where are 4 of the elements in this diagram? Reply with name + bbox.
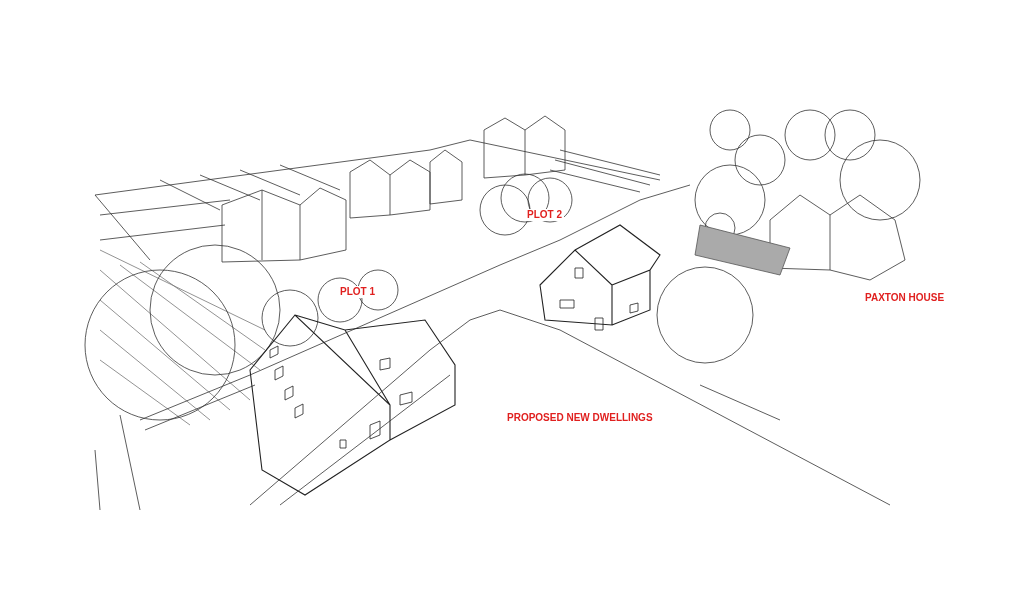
plot-label: PLOT 1	[338, 286, 377, 298]
plot-label: PLOT 2	[525, 209, 564, 221]
building-label: PAXTON HOUSE	[863, 292, 947, 304]
development-label: PROPOSED NEW DWELLINGS	[505, 412, 655, 424]
